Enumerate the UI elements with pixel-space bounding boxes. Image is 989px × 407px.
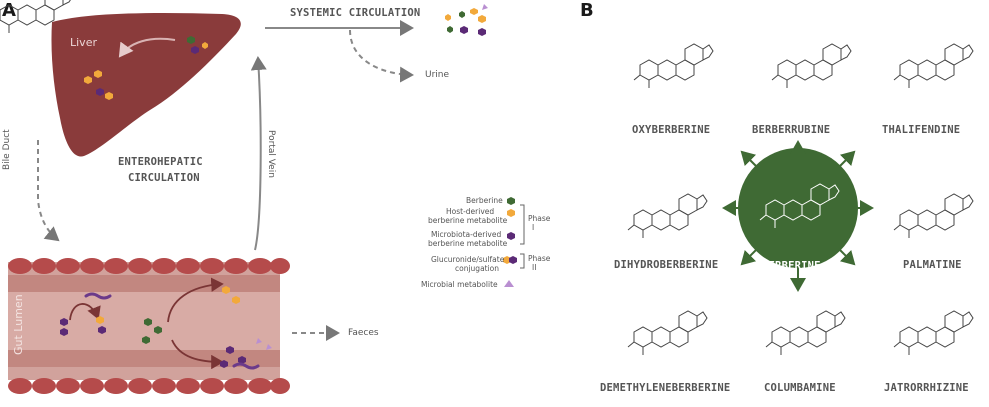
legend-micro-1: Microbiota-derived — [431, 230, 502, 239]
derivative-jatrorrhizine: JATRORRHIZINE — [884, 382, 969, 394]
derivative-dihydroberberine: DIHYDROBERBERINE — [614, 259, 719, 271]
legend-host-2: berberine metabolite — [428, 216, 508, 225]
liver-berberine-icon — [187, 36, 195, 44]
liver-internal-arrow — [118, 37, 176, 58]
derivative-demethyleneberberine: DEMETHYLENEBERBERINE — [600, 382, 731, 394]
gut-wall-bottom — [8, 378, 290, 394]
liver-microbiota-icon — [96, 88, 104, 96]
bile-duct-label: Bile Duct — [2, 129, 12, 170]
legend-microbial-icon — [504, 280, 514, 287]
legend-micro-2: berberine metabolite — [428, 239, 508, 248]
berberine-circle — [738, 148, 858, 268]
legend-phase2-1: Phase — [528, 254, 551, 263]
enterohepatic-label-2: CIRCULATION — [128, 172, 200, 184]
liver-shape — [51, 12, 241, 157]
derivative-oxyberberine: OXYBERBERINE — [632, 124, 711, 136]
legend-microbiota-icon — [507, 232, 515, 240]
derivative-columbamine: COLUMBAMINE — [764, 382, 836, 394]
enterohepatic-label-1: ENTEROHEPATIC — [118, 156, 203, 168]
panel-b-label: B — [580, 0, 594, 21]
legend-berberine: Berberine — [466, 196, 503, 205]
derivative-berberrubine: BERBERRUBINE — [752, 124, 831, 136]
urine-arrow — [349, 29, 414, 83]
legend-phase1-1: Phase — [528, 214, 551, 223]
systemic-circulation-label: SYSTEMIC CIRCULATION — [290, 7, 421, 19]
legend-phase2-2: II — [532, 263, 537, 272]
gut-wall-top — [8, 258, 290, 274]
derivative-palmatine: PALMATINE — [903, 259, 962, 271]
molecule-structure — [0, 0, 71, 33]
legend-host-icon — [507, 209, 515, 217]
legend-berberine-icon — [507, 197, 515, 205]
faeces-label: Faeces — [348, 328, 379, 338]
urine-label: Urine — [425, 70, 450, 80]
bile-duct-arrow — [37, 140, 60, 242]
berberine-center-label: BERBERINE — [762, 260, 821, 272]
liver-host-icon — [84, 76, 92, 84]
gut-lumen-label: Gut Lumen — [12, 294, 25, 355]
portal-vein-label: Portal Vein — [266, 130, 276, 178]
legend-gluc-1: Glucuronide/sulfate — [431, 255, 505, 264]
liver-label: Liver — [70, 36, 97, 49]
legend-host-1: Host-derived — [446, 207, 495, 216]
legend-phase1-2: I — [532, 223, 535, 232]
portal-vein-arrow — [250, 56, 267, 251]
derivative-thalifendine: THALIFENDINE — [882, 124, 961, 136]
legend-gluc-2: conjugation — [455, 264, 500, 273]
panel-a-label: A — [2, 0, 16, 21]
legend-microbial: Microbial metabolite — [421, 280, 498, 289]
